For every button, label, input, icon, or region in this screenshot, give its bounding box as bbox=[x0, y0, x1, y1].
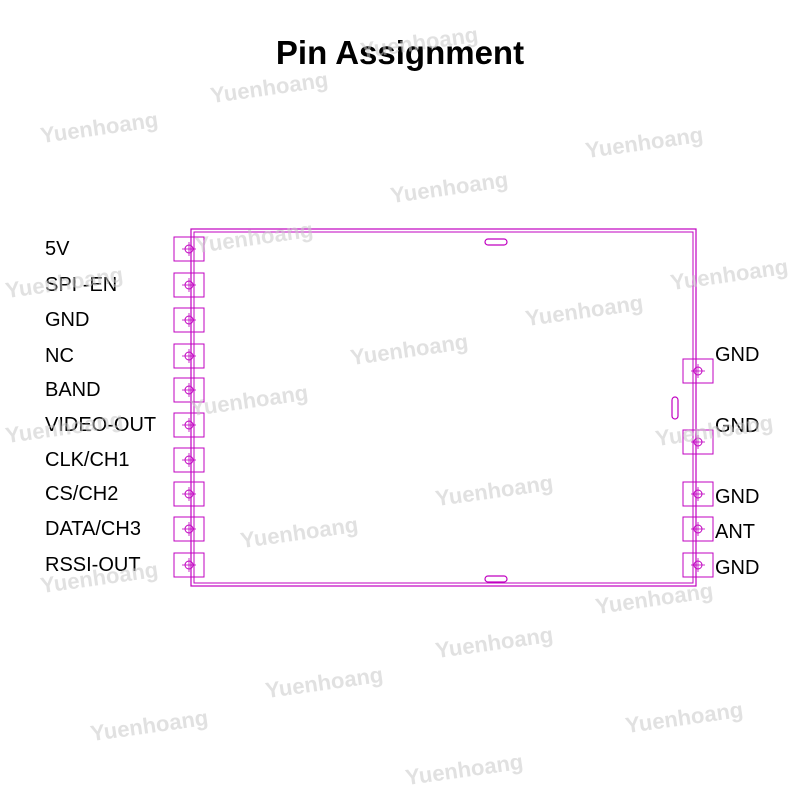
right-pin-label: GND bbox=[715, 415, 760, 437]
right-pin-pad bbox=[682, 358, 714, 384]
left-pin-pad bbox=[173, 377, 205, 403]
left-pin-pad bbox=[173, 412, 205, 438]
mounting-slot-top bbox=[484, 238, 508, 246]
left-pin-pad bbox=[173, 307, 205, 333]
page-title: Pin Assignment bbox=[275, 34, 525, 71]
right-pin-label: GND bbox=[715, 486, 760, 508]
right-pin-pad bbox=[682, 429, 714, 455]
right-pin-label: GND bbox=[715, 557, 760, 579]
left-pin-pad bbox=[173, 236, 205, 262]
left-pin-label: CLK/CH1 bbox=[45, 449, 130, 471]
right-pin-pads bbox=[682, 358, 714, 578]
right-pin-pad bbox=[682, 552, 714, 578]
right-pin-pad bbox=[682, 516, 714, 542]
left-pin-label: GND bbox=[45, 309, 90, 331]
left-pin-label: BAND bbox=[45, 379, 101, 401]
right-pin-label: ANT bbox=[715, 521, 755, 543]
mounting-slot-bottom bbox=[484, 575, 508, 583]
right-pin-label: GND bbox=[715, 344, 760, 366]
left-pin-pad bbox=[173, 447, 205, 473]
left-pin-label: RSSI-OUT bbox=[45, 554, 141, 576]
left-pin-pad bbox=[173, 481, 205, 507]
module-board-inner bbox=[193, 231, 694, 584]
left-pin-label: DATA/CH3 bbox=[45, 518, 141, 540]
left-pin-label: SPI -EN bbox=[45, 274, 118, 296]
module-board-outer bbox=[190, 228, 697, 587]
right-pin-pad bbox=[682, 481, 714, 507]
left-pin-label: 5V bbox=[45, 238, 70, 260]
left-pin-label: NC bbox=[45, 345, 74, 367]
left-pin-pads bbox=[173, 236, 205, 578]
left-pin-pad bbox=[173, 516, 205, 542]
left-pin-pad bbox=[173, 552, 205, 578]
mounting-slot-right bbox=[671, 396, 679, 420]
left-pin-label: CS/CH2 bbox=[45, 483, 119, 505]
left-pin-pad bbox=[173, 272, 205, 298]
left-pin-pad bbox=[173, 343, 205, 369]
left-pin-label: VIDEO-OUT bbox=[45, 414, 157, 436]
